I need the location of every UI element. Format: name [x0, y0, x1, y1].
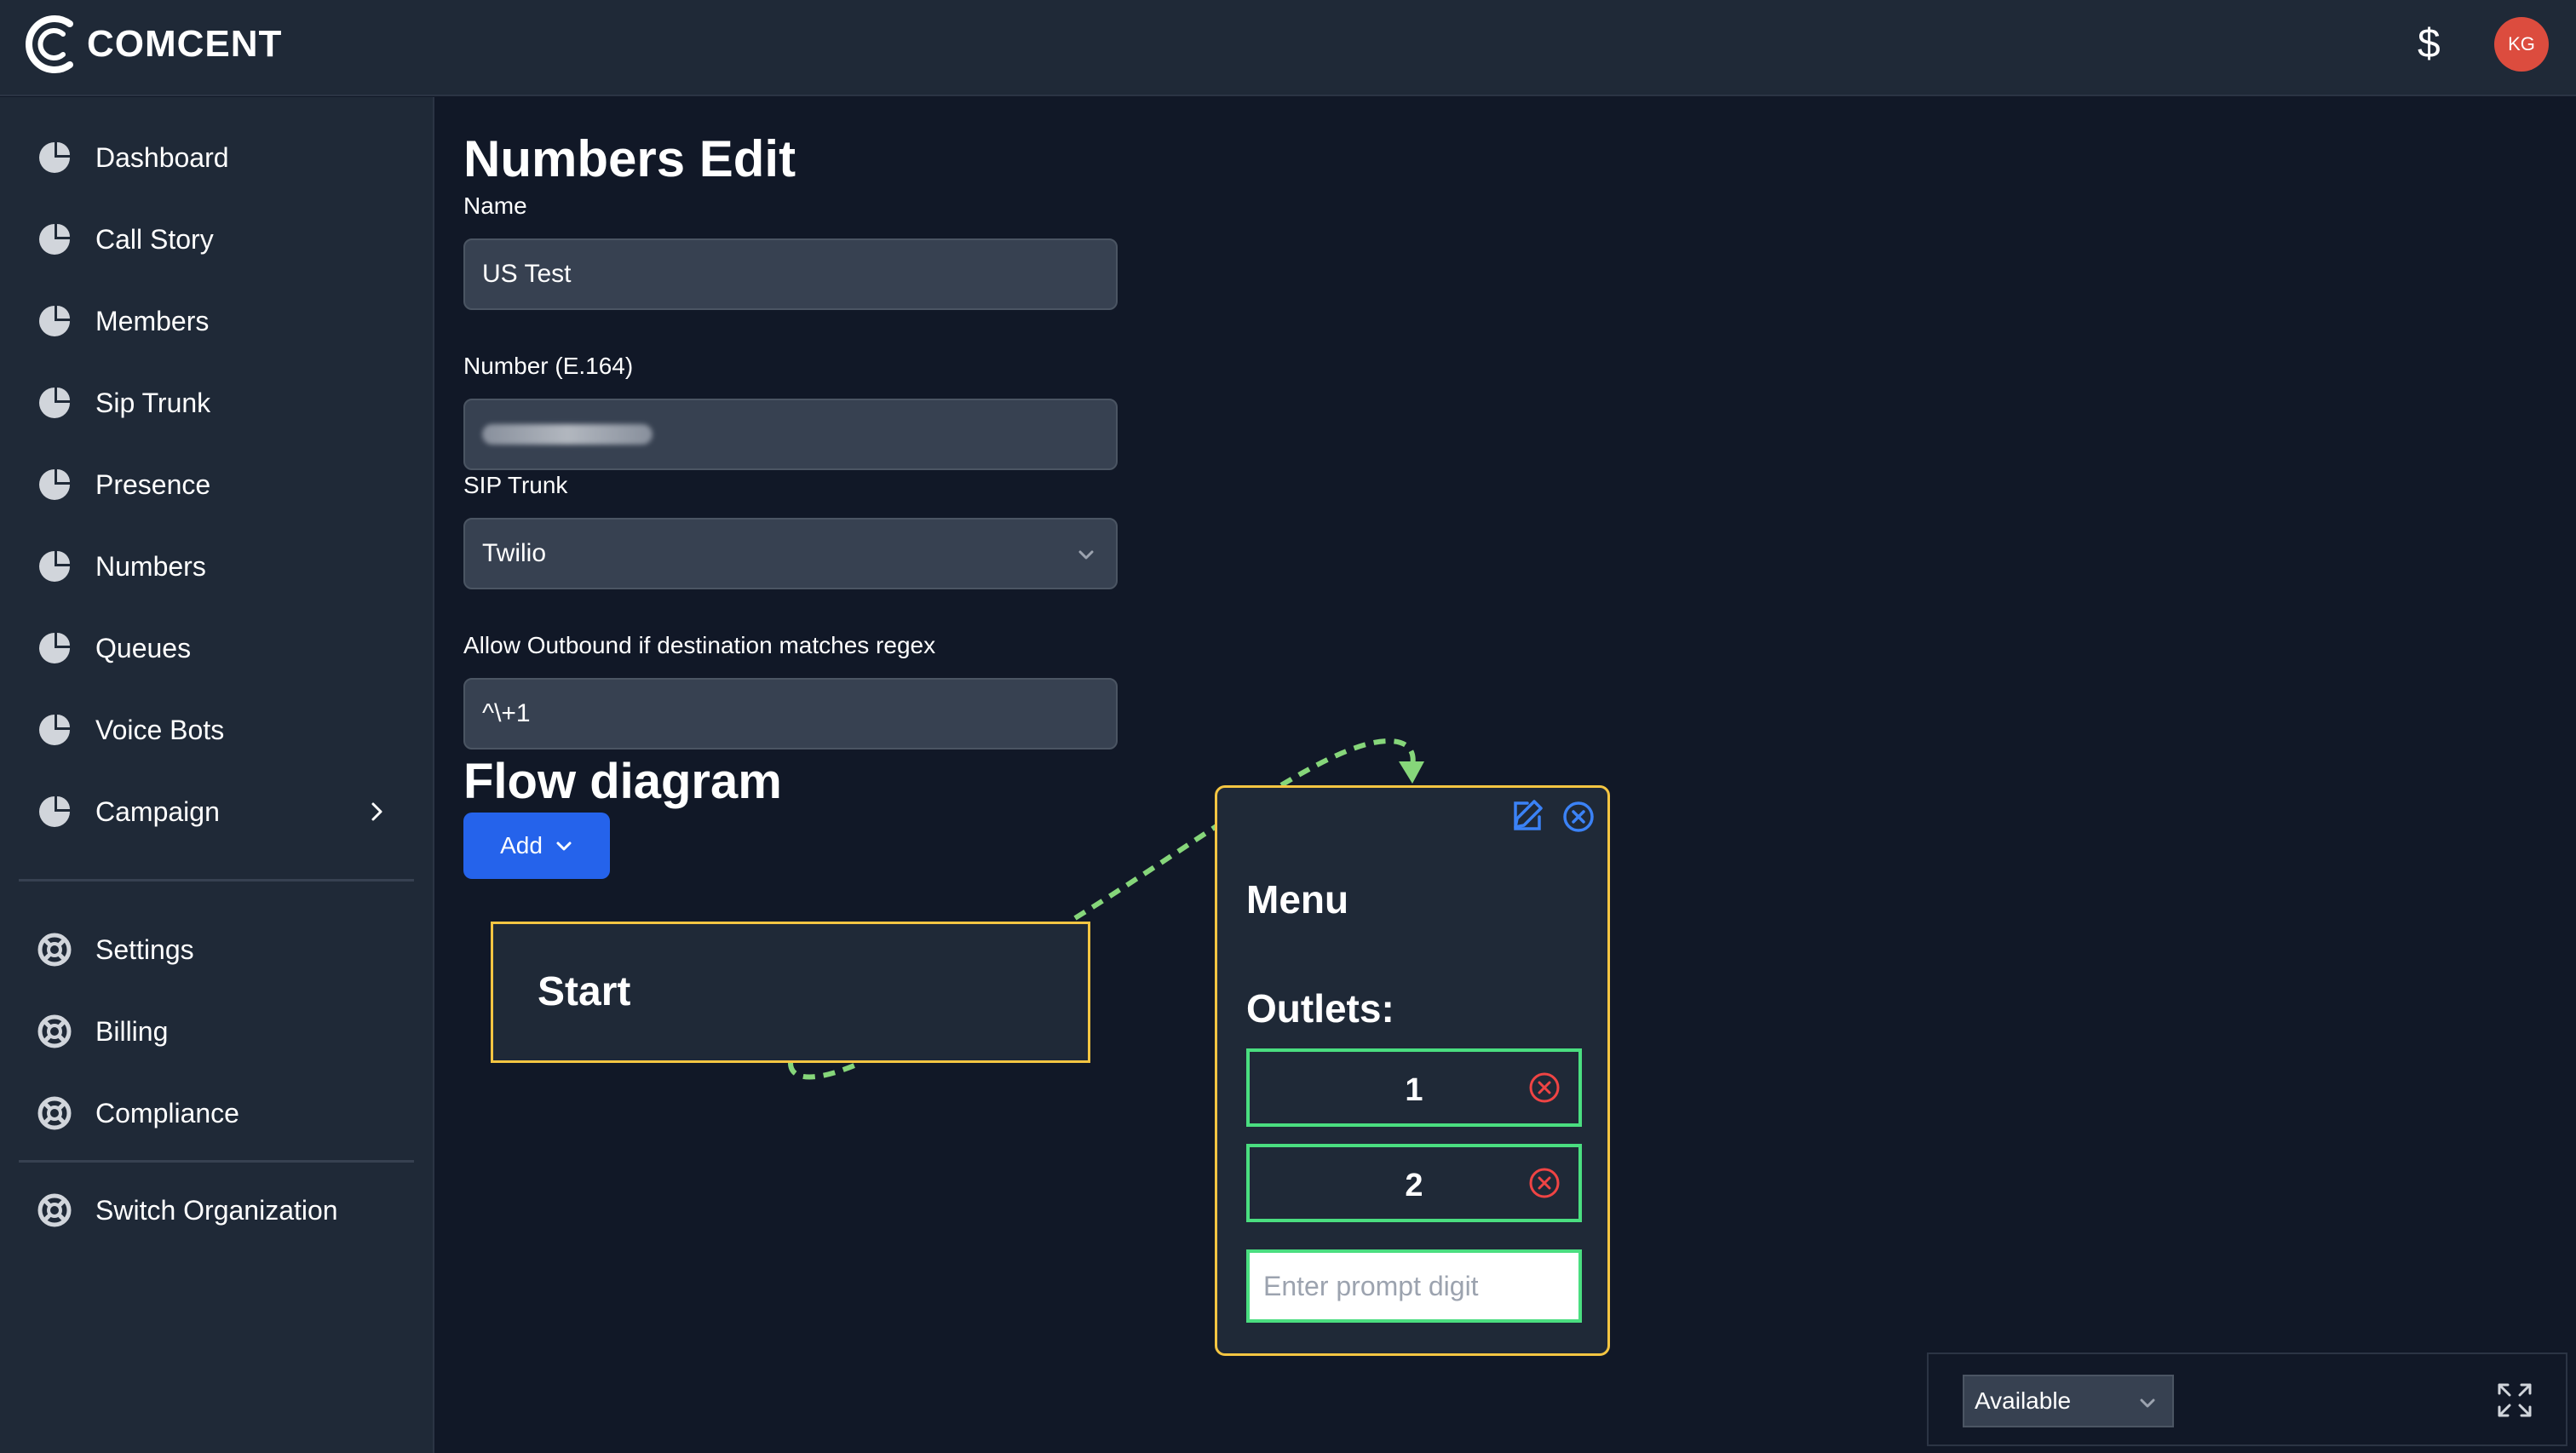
- top-bar: COMCENT $ KG: [0, 0, 2576, 96]
- sidebar-item-label: Sip Trunk: [95, 387, 211, 418]
- sidebar-item-dashboard[interactable]: Dashboard: [0, 128, 426, 187]
- chevron-down-icon: [556, 841, 572, 851]
- flow-diagram-title: Flow diagram: [463, 754, 782, 809]
- sidebar-item-members[interactable]: Members: [0, 291, 426, 351]
- number-input[interactable]: [463, 399, 1118, 470]
- sidebar-divider: [19, 1160, 414, 1163]
- comcent-logo-icon: [26, 15, 73, 73]
- start-node[interactable]: Start: [491, 922, 1090, 1063]
- sidebar-item-label: Members: [95, 305, 210, 336]
- flow-edge: [788, 1060, 862, 1080]
- sidebar-item-label: Presence: [95, 468, 211, 500]
- remove-circle-icon[interactable]: [1527, 1071, 1561, 1105]
- expand-icon[interactable]: [2496, 1381, 2533, 1419]
- menu-node-title: Menu: [1246, 877, 1349, 922]
- chevron-down-icon: [2140, 1398, 2155, 1408]
- pie-chart-icon: [39, 633, 70, 663]
- sip-trunk-label: SIP Trunk: [463, 472, 568, 498]
- outlet-item[interactable]: 1: [1246, 1048, 1582, 1127]
- arrowhead-icon: [1399, 761, 1424, 784]
- avatar[interactable]: KG: [2494, 17, 2549, 72]
- sidebar-item-label: Numbers: [95, 550, 206, 582]
- sidebar-item-billing[interactable]: Billing: [0, 1002, 426, 1061]
- sidebar-divider: [19, 879, 414, 882]
- sidebar: Dashboard Call Story Members Sip Trunk P…: [0, 97, 434, 1453]
- sidebar-item-label: Billing: [95, 1015, 169, 1047]
- sidebar-item-settings[interactable]: Settings: [0, 920, 426, 979]
- redacted-number: [482, 424, 653, 445]
- chevron-down-icon: [1078, 550, 1094, 560]
- availability-select[interactable]: Available: [1963, 1375, 2174, 1427]
- sidebar-item-presence[interactable]: Presence: [0, 455, 426, 514]
- sidebar-item-label: Queues: [95, 632, 192, 663]
- close-icon[interactable]: [1561, 800, 1596, 834]
- pie-chart-icon: [39, 551, 70, 582]
- name-input[interactable]: US Test: [463, 238, 1118, 310]
- pie-chart-icon: [39, 469, 70, 500]
- sidebar-item-label: Switch Organization: [95, 1194, 338, 1226]
- sip-trunk-select[interactable]: Twilio: [463, 518, 1118, 589]
- lifebuoy-icon: [37, 1193, 72, 1227]
- sidebar-item-call-story[interactable]: Call Story: [0, 210, 426, 269]
- dollar-icon[interactable]: $: [2418, 21, 2441, 66]
- sidebar-item-label: Voice Bots: [95, 714, 225, 745]
- outlet-label: 2: [1405, 1168, 1423, 1203]
- start-node-label: Start: [538, 969, 631, 1014]
- remove-circle-icon[interactable]: [1527, 1166, 1561, 1200]
- sidebar-item-compliance[interactable]: Compliance: [0, 1083, 426, 1143]
- sidebar-item-numbers[interactable]: Numbers: [0, 537, 426, 596]
- sidebar-item-label: Call Story: [95, 223, 214, 255]
- sip-trunk-value: Twilio: [482, 539, 547, 567]
- pie-chart-icon: [39, 306, 70, 336]
- sidebar-item-campaign[interactable]: Campaign: [0, 782, 426, 841]
- pie-chart-icon: [39, 388, 70, 418]
- pie-chart-icon: [39, 796, 70, 827]
- logo[interactable]: COMCENT: [26, 12, 282, 77]
- availability-value: Available: [1975, 1387, 2072, 1414]
- chevron-right-icon: [371, 802, 382, 821]
- prompt-digit-input[interactable]: [1246, 1249, 1582, 1323]
- brand-name: COMCENT: [87, 23, 283, 65]
- menu-node[interactable]: Menu Outlets: 1 2: [1215, 785, 1610, 1356]
- edit-icon[interactable]: [1509, 796, 1546, 834]
- name-label: Name: [463, 192, 527, 219]
- add-button[interactable]: Add: [463, 813, 610, 879]
- agent-status-panel: Available: [1927, 1352, 2567, 1446]
- sidebar-item-voice-bots[interactable]: Voice Bots: [0, 700, 426, 760]
- sidebar-item-label: Campaign: [95, 795, 220, 827]
- lifebuoy-icon: [37, 933, 72, 967]
- sidebar-item-label: Dashboard: [95, 141, 229, 173]
- pie-chart-icon: [39, 224, 70, 255]
- sidebar-item-label: Compliance: [95, 1097, 239, 1129]
- sidebar-item-switch-organization[interactable]: Switch Organization: [0, 1180, 426, 1240]
- outlet-label: 1: [1405, 1072, 1423, 1108]
- sidebar-item-queues[interactable]: Queues: [0, 618, 426, 678]
- pie-chart-icon: [39, 715, 70, 745]
- lifebuoy-icon: [37, 1096, 72, 1130]
- number-label: Number (E.164): [463, 353, 634, 379]
- lifebuoy-icon: [37, 1014, 72, 1048]
- pie-chart-icon: [39, 142, 70, 173]
- regex-input[interactable]: ^\+1: [463, 678, 1118, 749]
- regex-label: Allow Outbound if destination matches re…: [463, 632, 936, 658]
- outlets-title: Outlets:: [1246, 986, 1394, 1031]
- sidebar-item-sip-trunk[interactable]: Sip Trunk: [0, 373, 426, 433]
- add-button-label: Add: [500, 832, 543, 859]
- sidebar-item-label: Settings: [95, 933, 194, 965]
- outlet-item[interactable]: 2: [1246, 1144, 1582, 1222]
- page-title: Numbers Edit: [463, 130, 796, 187]
